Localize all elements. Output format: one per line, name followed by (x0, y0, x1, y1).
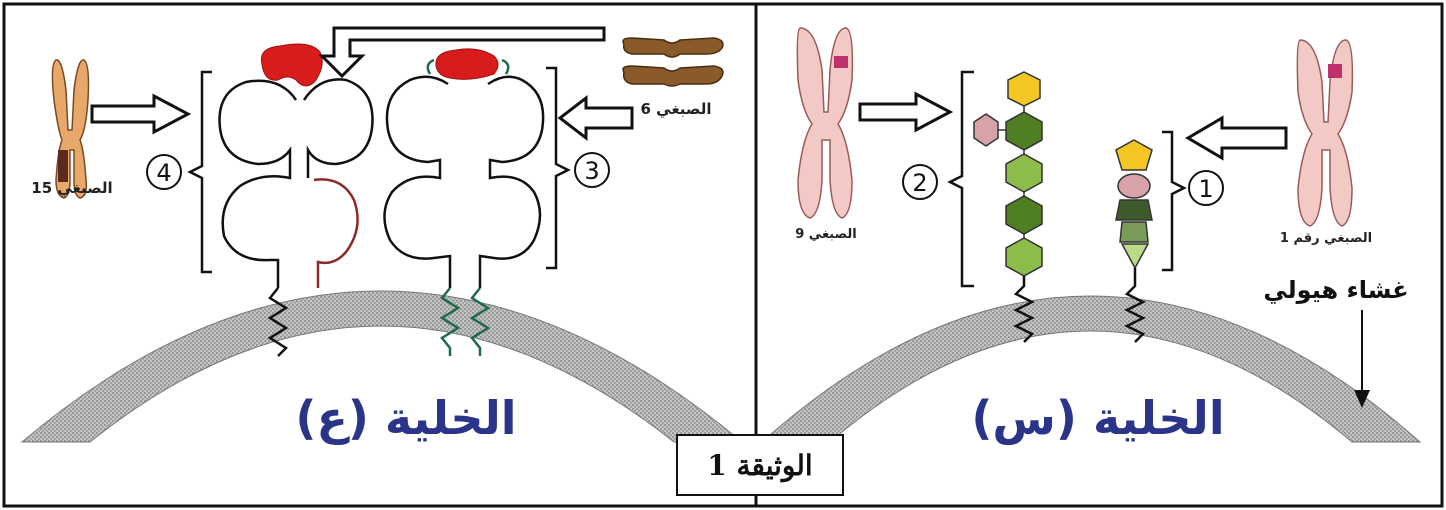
bracket-2 (947, 70, 974, 288)
mhc-molecule-right (383, 58, 545, 356)
number-1: 1 (1198, 175, 1213, 203)
chromosome-9-label: الصبغي 9 (795, 227, 857, 242)
chromosome-9-icon (796, 27, 854, 219)
left-arrow-2 (557, 94, 634, 142)
chromosome-1-icon (1296, 39, 1354, 227)
right-membrane (760, 295, 1422, 443)
right-arrow-2 (1185, 115, 1288, 161)
left-arrow-long (318, 26, 606, 79)
antigen-right (435, 48, 499, 80)
number-2: 2 (912, 169, 927, 197)
chromosome-6-label: الصبغي 6 (641, 100, 712, 118)
marker-chain-1 (1115, 139, 1153, 343)
number-4-circle (146, 154, 182, 190)
document-label-box: الوثيقة 1 (676, 434, 844, 496)
membrane-pointer-head (1354, 390, 1370, 408)
mhc-molecule-left (218, 78, 374, 357)
number-3-circle (574, 152, 610, 188)
number-4: 4 (156, 159, 171, 187)
bracket-1 (1162, 130, 1187, 272)
chromosome-15-label: الصبغي 15 (31, 179, 112, 197)
chromosome-15-icon (51, 59, 90, 199)
left-panel: الصبغي 15 4 3 (20, 26, 744, 445)
number-3: 3 (584, 157, 599, 185)
antigen-left (260, 43, 323, 87)
document-label: الوثيقة 1 (707, 448, 813, 482)
membrane-label: غشاء هيولي (1263, 276, 1408, 304)
right-panel: الصبغي 9 2 (760, 27, 1422, 445)
bracket-3 (546, 66, 571, 270)
right-arrow-1 (858, 91, 954, 133)
number-2-circle (902, 164, 938, 200)
chromosome-6-icon (622, 37, 724, 87)
marker-chain-2 (973, 71, 1043, 343)
number-1-circle (1188, 170, 1224, 206)
cell-title-right: الخلية (س) (971, 391, 1224, 445)
cell-title-left: الخلية (ع) (295, 391, 516, 445)
bracket-4 (187, 70, 212, 274)
left-arrow-1 (90, 93, 192, 135)
chromosome-1-label: الصبغي رقم 1 (1280, 231, 1372, 246)
